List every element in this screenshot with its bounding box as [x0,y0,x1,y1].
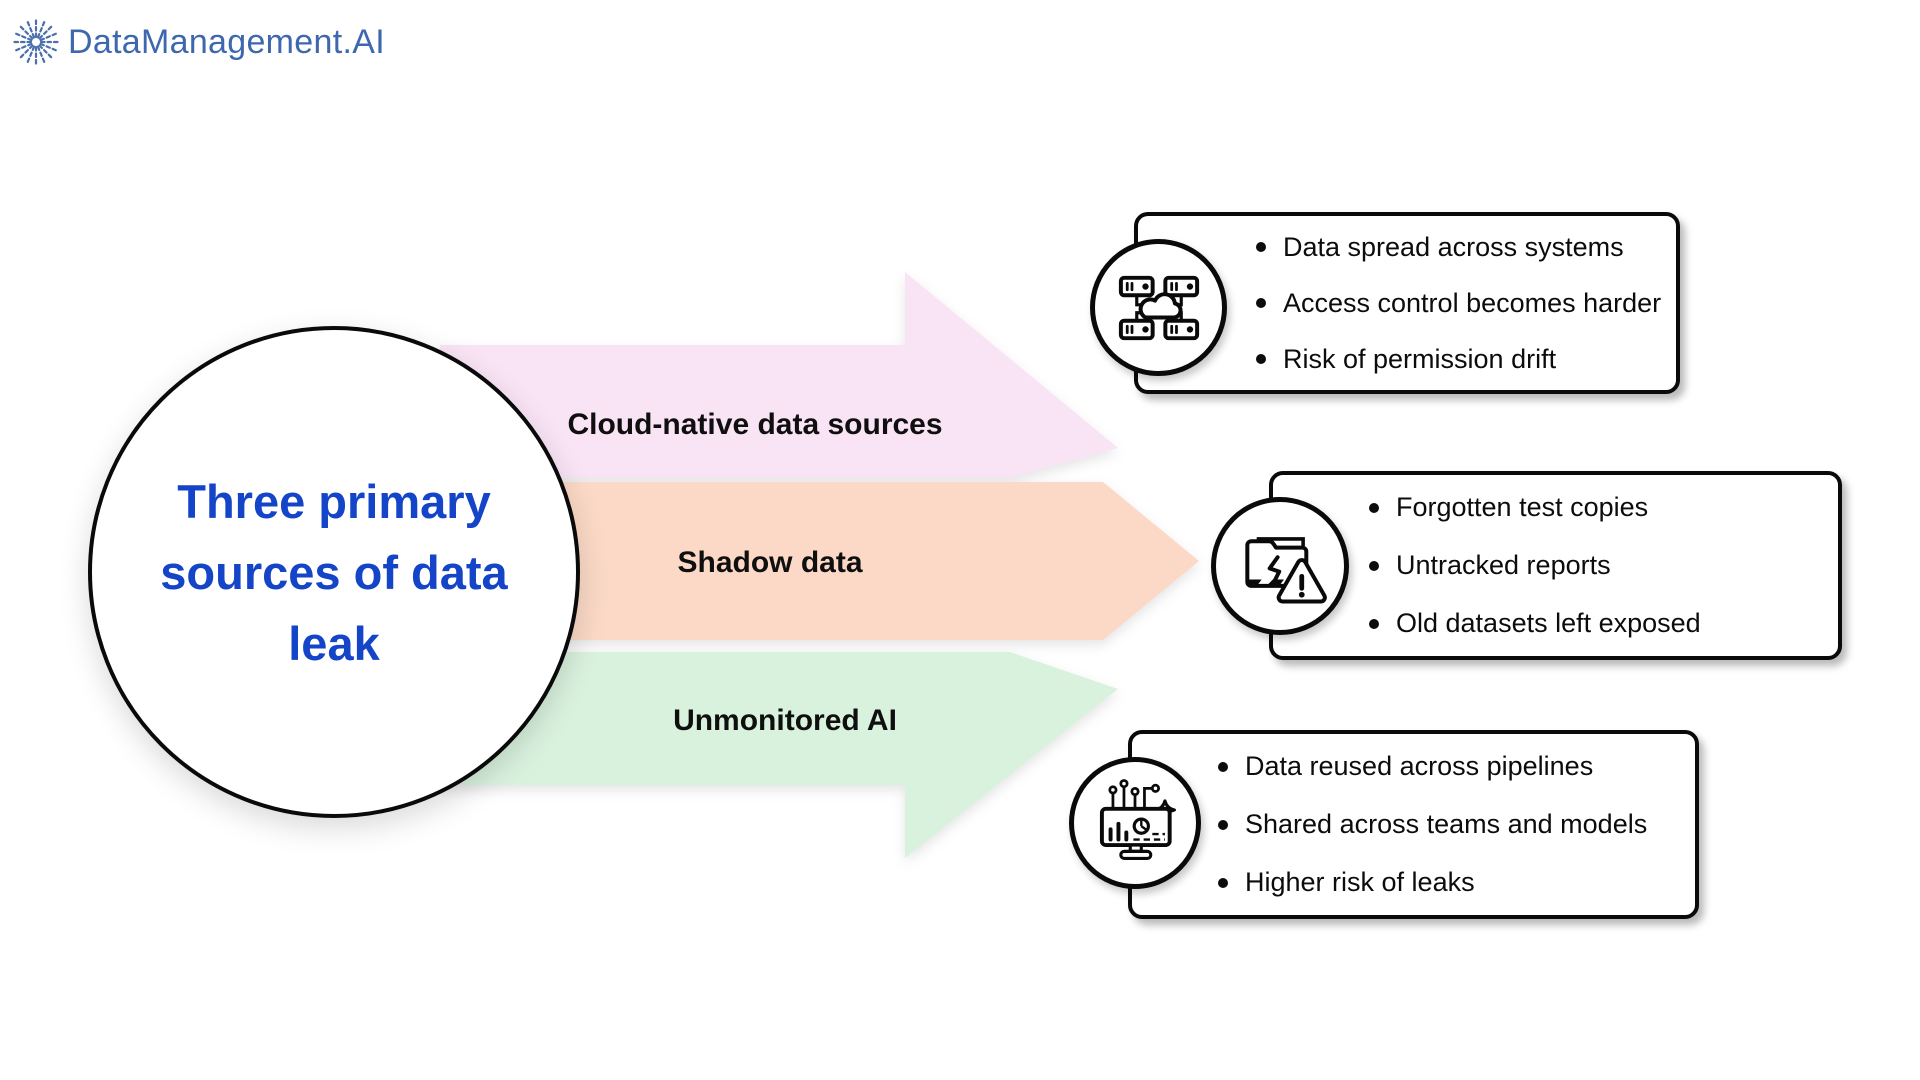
list-item: Forgotten test copies [1369,492,1838,523]
bullet-dot [1369,560,1379,571]
logo: DataManagement.AI [10,12,385,72]
broken-folder-warning-icon [1245,537,1327,604]
list-item: Shared across teams and models [1218,809,1695,840]
bullet-text: Data spread across systems [1283,231,1624,262]
title-line-2: sources of data [160,545,508,599]
icon-badge-unmonitored-ai [1069,757,1201,889]
starburst-icon [12,18,60,66]
cloud-network-icon [1118,275,1199,340]
arrow-label-cloud-native: Cloud-native data sources [567,408,943,441]
bullet-text: Risk of permission drift [1283,343,1557,374]
bullet-dot [1369,502,1379,513]
bullet-text: Untracked reports [1396,550,1611,580]
bullet-text: Data reused across pipelines [1245,751,1594,781]
ai-analytics-monitor-icon [1099,779,1176,861]
bullet-dot [1369,618,1379,629]
list-item: Higher risk of leaks [1218,867,1695,898]
list-item: Old datasets left exposed [1369,608,1838,639]
bullet-dot [1256,354,1266,364]
bullet-dot [1218,877,1228,888]
bullet-text: Access control becomes harder [1283,287,1662,318]
bullet-dot [1256,298,1266,308]
icon-badge-cloud-native [1090,239,1227,376]
page-title: Three primary sources of data leak [160,466,507,679]
bullet-dot [1218,761,1228,772]
bullet-dot [1218,819,1228,830]
list-item: Data reused across pipelines [1218,751,1695,782]
arrow-label-shadow-data: Shadow data [677,546,863,579]
bullet-text: Old datasets left exposed [1396,608,1701,638]
list-item: Access control becomes harder [1256,288,1676,319]
list-item: Risk of permission drift [1256,344,1676,375]
central-topic-circle: Three primary sources of data leak [88,326,580,818]
logo-text: DataManagement.AI [68,22,385,61]
bullet-dot [1256,242,1266,252]
bullet-text: Shared across teams and models [1245,809,1648,839]
title-line-3: leak [288,616,380,670]
icon-badge-shadow-data [1211,497,1349,635]
list-item: Untracked reports [1369,550,1838,581]
arrow-label-unmonitored-ai: Unmonitored AI [673,704,897,737]
title-line-1: Three primary [177,474,491,528]
info-box-shadow-data: Forgotten test copies Untracked reports … [1269,471,1842,660]
info-box-unmonitored-ai: Data reused across pipelines Shared acro… [1128,730,1699,919]
bullet-text: Higher risk of leaks [1245,867,1475,897]
bullet-text: Forgotten test copies [1396,492,1649,522]
list-item: Data spread across systems [1256,232,1676,263]
